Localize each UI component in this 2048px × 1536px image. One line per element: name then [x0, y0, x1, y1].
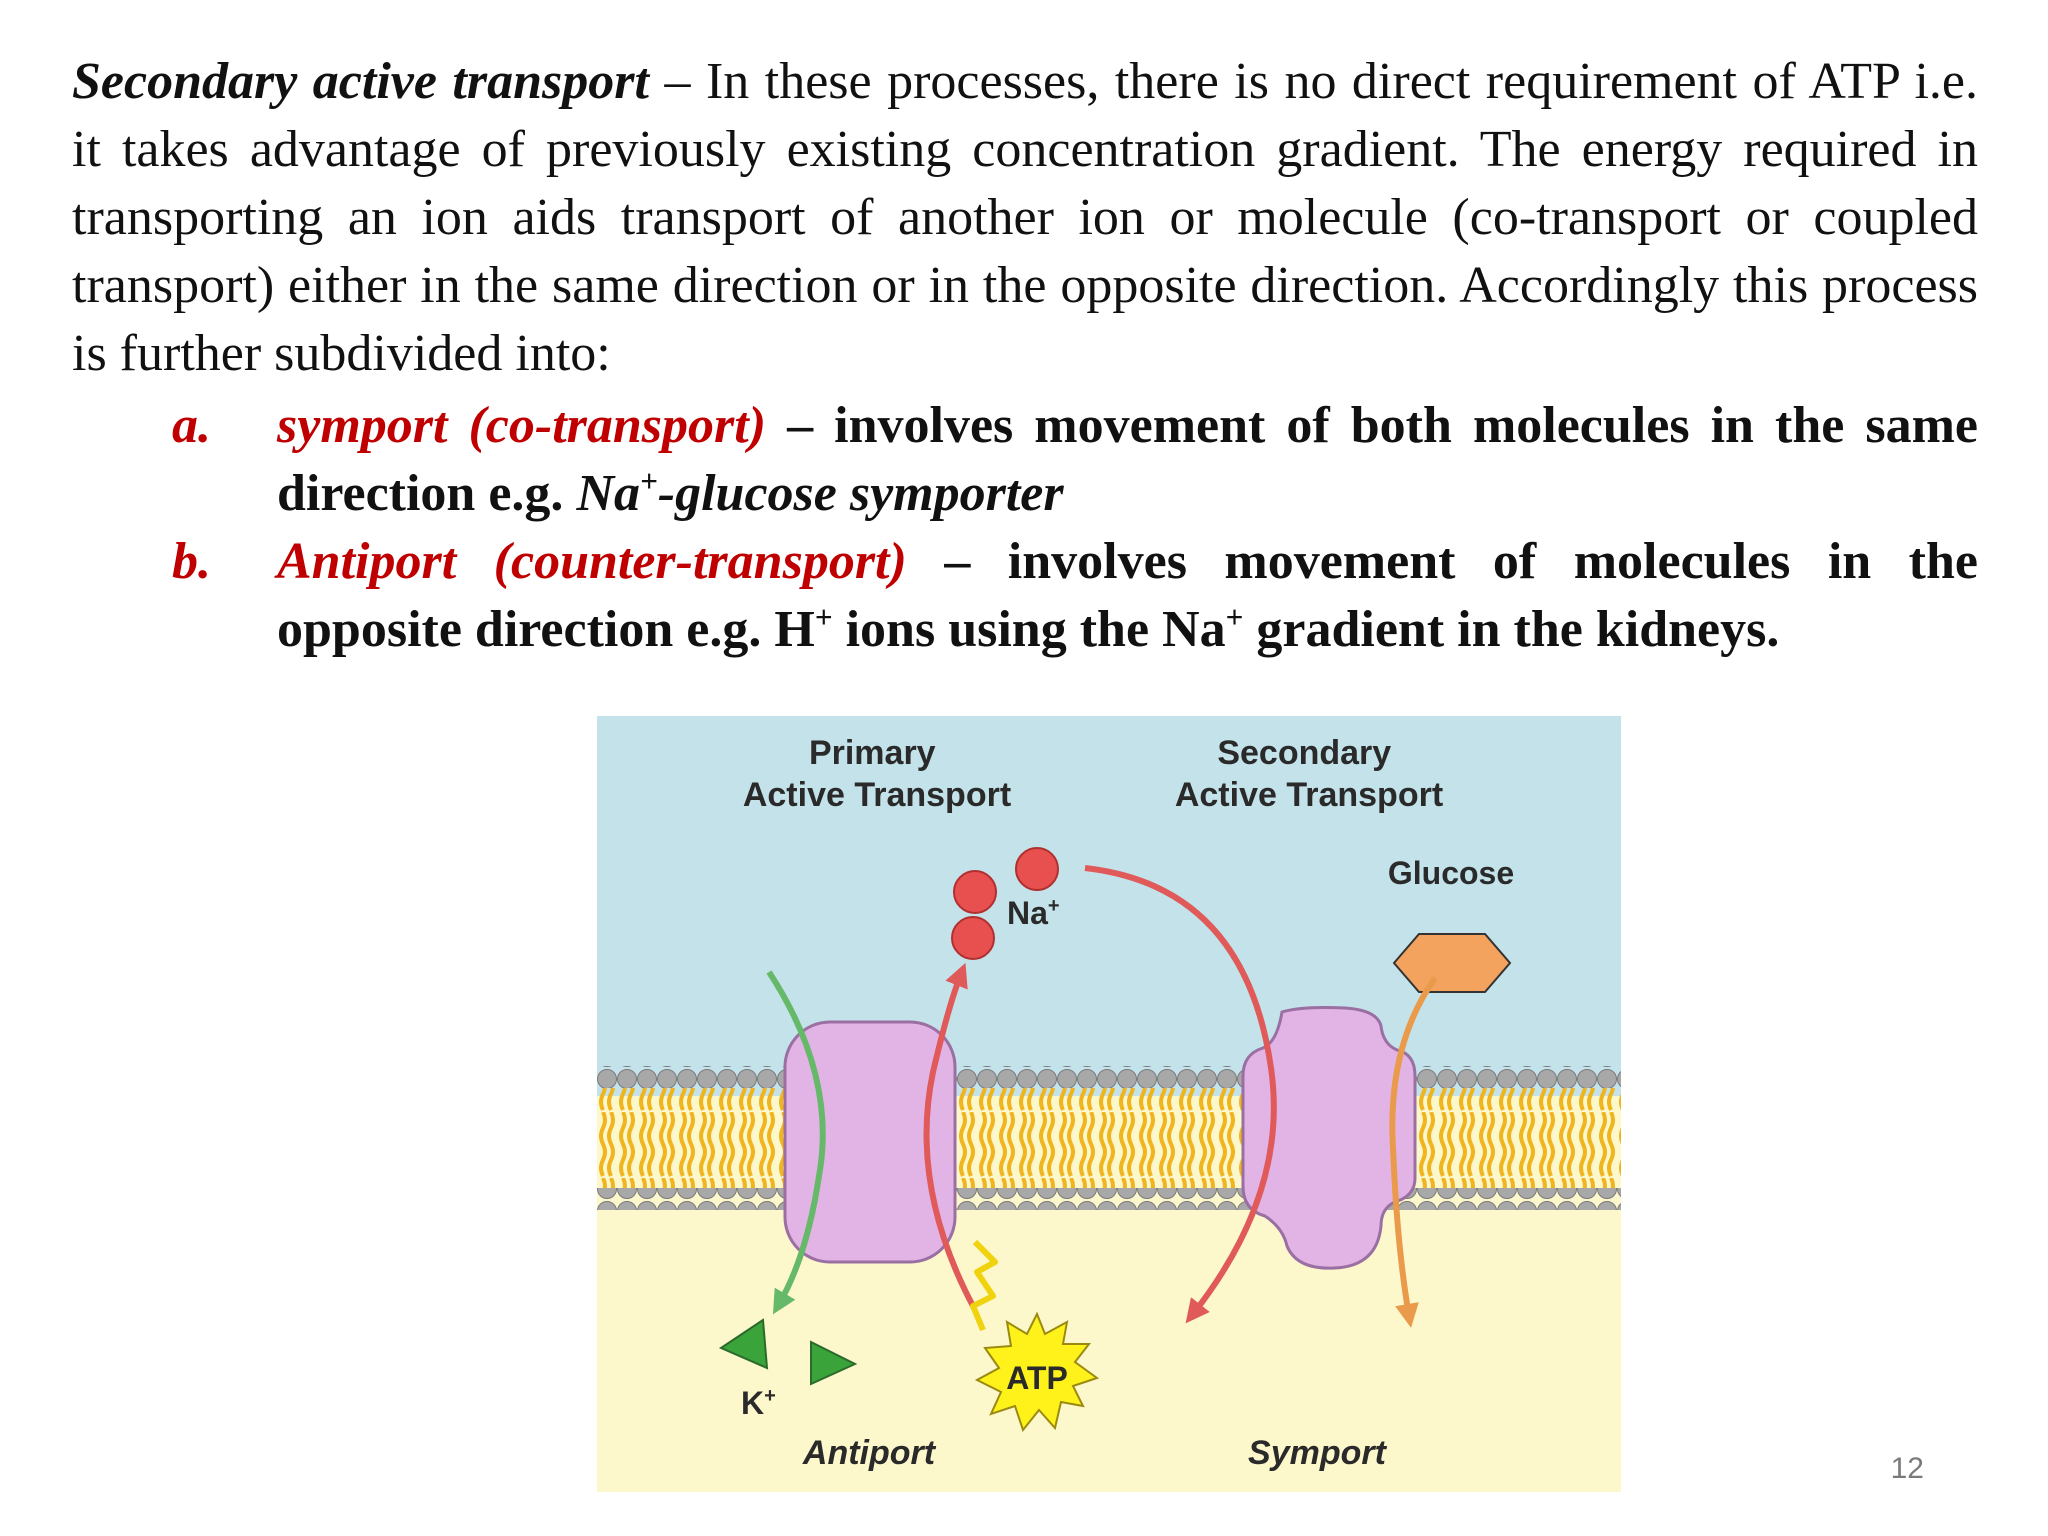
symport-example-sup: + [640, 463, 658, 499]
sodium-ion-label: Na+ [1007, 895, 1060, 931]
sodium-influx-arrow [1084, 865, 1277, 1324]
glucose-arrow [1389, 976, 1438, 1328]
list-marker: b. [172, 533, 211, 590]
primary-active-transport-label: Primary Active Transport [743, 734, 1011, 814]
antiport-description-mid: ions using the Na [832, 601, 1226, 658]
energy-bolt-icon [970, 1239, 998, 1332]
paragraph-heading: Secondary active transport [72, 53, 649, 110]
lipid-bilayer [597, 1066, 1621, 1210]
transport-diagram: Primary Active Transport Secondary Activ… [597, 716, 1621, 1492]
symport-example-na: Na [576, 465, 640, 522]
antiport-label: Antiport [802, 1434, 937, 1472]
potassium-arrow [766, 970, 826, 1315]
na-ion-sup: + [1225, 599, 1244, 635]
list-item-symport: a. symport (co-transport) – involves mov… [72, 392, 1978, 528]
symport-term: symport (co-transport) [277, 397, 767, 454]
glucose-molecule [1392, 933, 1512, 993]
glucose-label: Glucose [1388, 855, 1514, 891]
atp-label: ATP [1006, 1360, 1068, 1396]
symport-label: Symport [1248, 1434, 1388, 1472]
list-marker: a. [172, 397, 211, 454]
sodium-efflux-arrow [923, 962, 977, 1310]
h-ion-sup: + [814, 599, 833, 635]
list-item-antiport: b. Antiport (counter-transport) – involv… [72, 528, 1978, 664]
symport-description: – involves movement of both molecules in… [277, 397, 1978, 522]
symport-example-rest: -glucose symporter [657, 465, 1064, 522]
antiport-description-end: gradient in the kidneys. [1243, 601, 1780, 658]
intro-paragraph: Secondary active transport – In these pr… [72, 48, 1978, 388]
antiport-term: Antiport (counter-transport) [277, 533, 907, 590]
secondary-active-transport-label: Secondary Active Transport [1175, 734, 1443, 814]
symport-carrier-protein [1241, 1006, 1417, 1270]
potassium-ions [718, 1318, 858, 1386]
antiport-description: – involves movement of molecules in the … [277, 533, 1978, 658]
page-number: 12 [1890, 1452, 1924, 1485]
extracellular-region [597, 716, 1621, 1096]
sodium-ions [951, 847, 1059, 960]
antiport-pump-protein [783, 1020, 957, 1264]
paragraph-text: – In these processes, there is no direct… [72, 53, 1978, 382]
atp-burst-icon [974, 1311, 1100, 1433]
potassium-ion-label: K+ [741, 1385, 776, 1421]
